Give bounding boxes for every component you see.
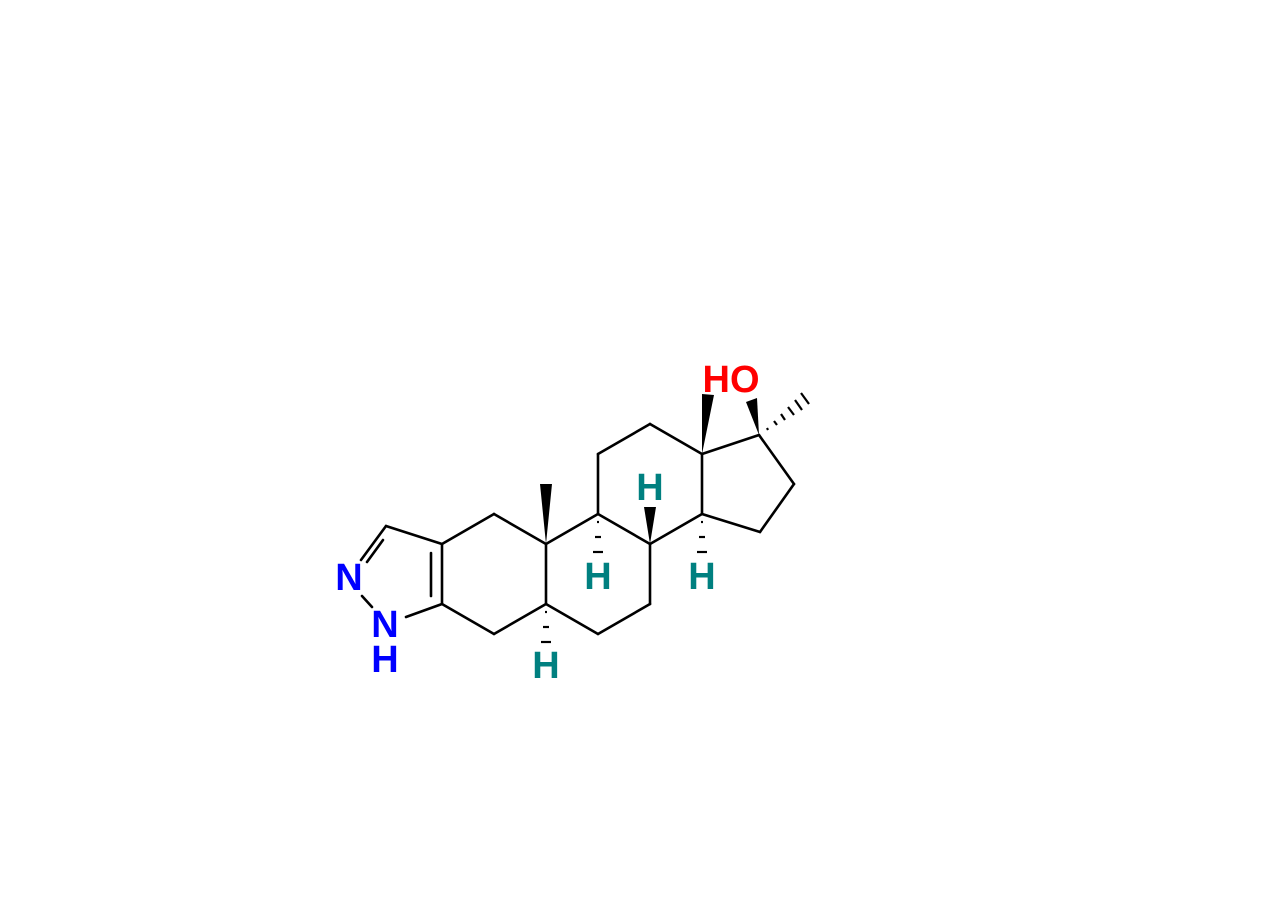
atom-label-oh: HO [703, 359, 760, 401]
atom-label-n1-h: H [371, 639, 398, 681]
atom-label-h8: H [636, 467, 663, 509]
ring-c [596, 422, 704, 546]
ring-d [700, 433, 796, 534]
c17-oh-wedge [746, 398, 759, 435]
c14-h-hash [697, 520, 707, 554]
ring-b [544, 512, 652, 636]
c10-methyl-wedge [540, 484, 552, 544]
ring-a [440, 512, 548, 636]
atom-label-n2: N [335, 557, 362, 599]
c8-h-wedge [644, 507, 656, 544]
c9-h-hash [593, 520, 603, 554]
atom-label-n1: N [371, 604, 398, 646]
atom-label-h14: H [688, 556, 715, 598]
c13-methyl-wedge [702, 394, 714, 454]
atom-label-h9: H [584, 556, 611, 598]
atom-label-h5: H [532, 645, 559, 687]
c5-h-hash [541, 610, 551, 644]
pyrazole-ring [359, 524, 444, 619]
c17-methyl-hash [766, 392, 810, 431]
